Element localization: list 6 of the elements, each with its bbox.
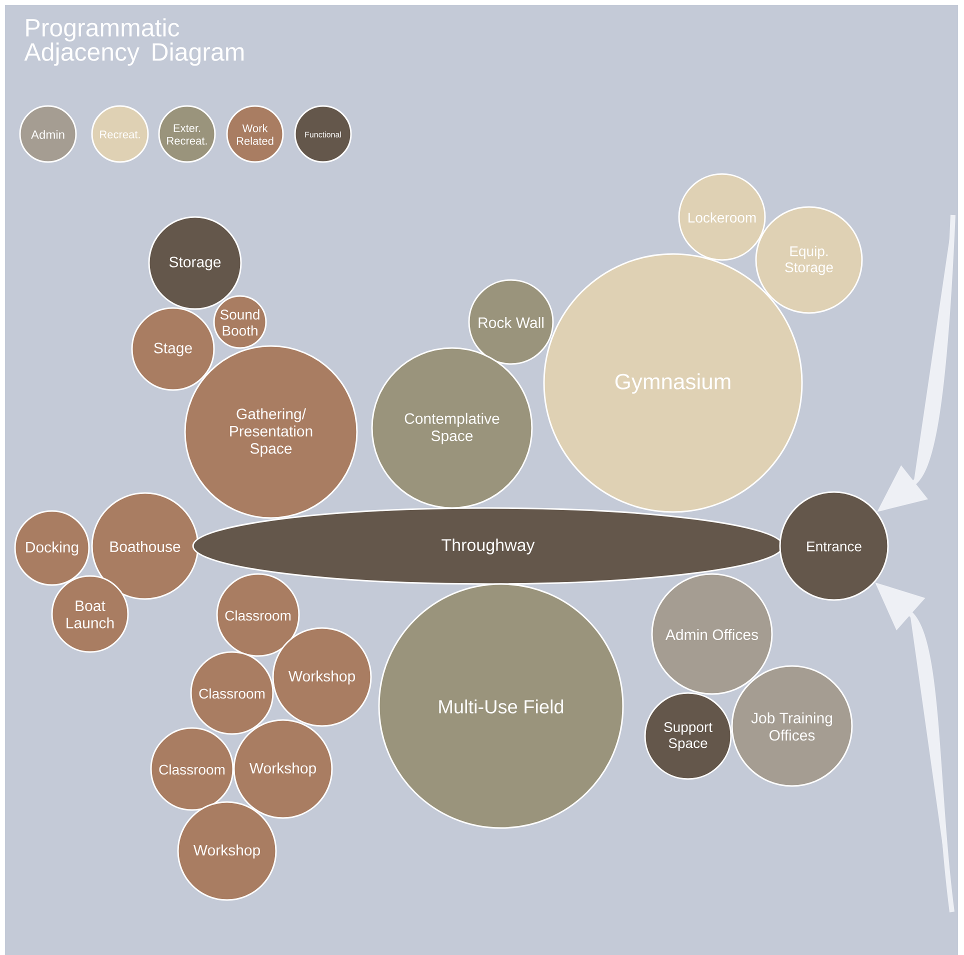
legend-label: Admin — [31, 130, 64, 139]
title: Programmatic Adjacency Diagram — [24, 18, 244, 66]
legend-label: Functional — [305, 132, 341, 138]
legend-label: Recreat. — [100, 130, 140, 138]
legend-label: Work Related — [236, 124, 274, 145]
legend-label: Exter. Recreat. — [167, 124, 207, 145]
